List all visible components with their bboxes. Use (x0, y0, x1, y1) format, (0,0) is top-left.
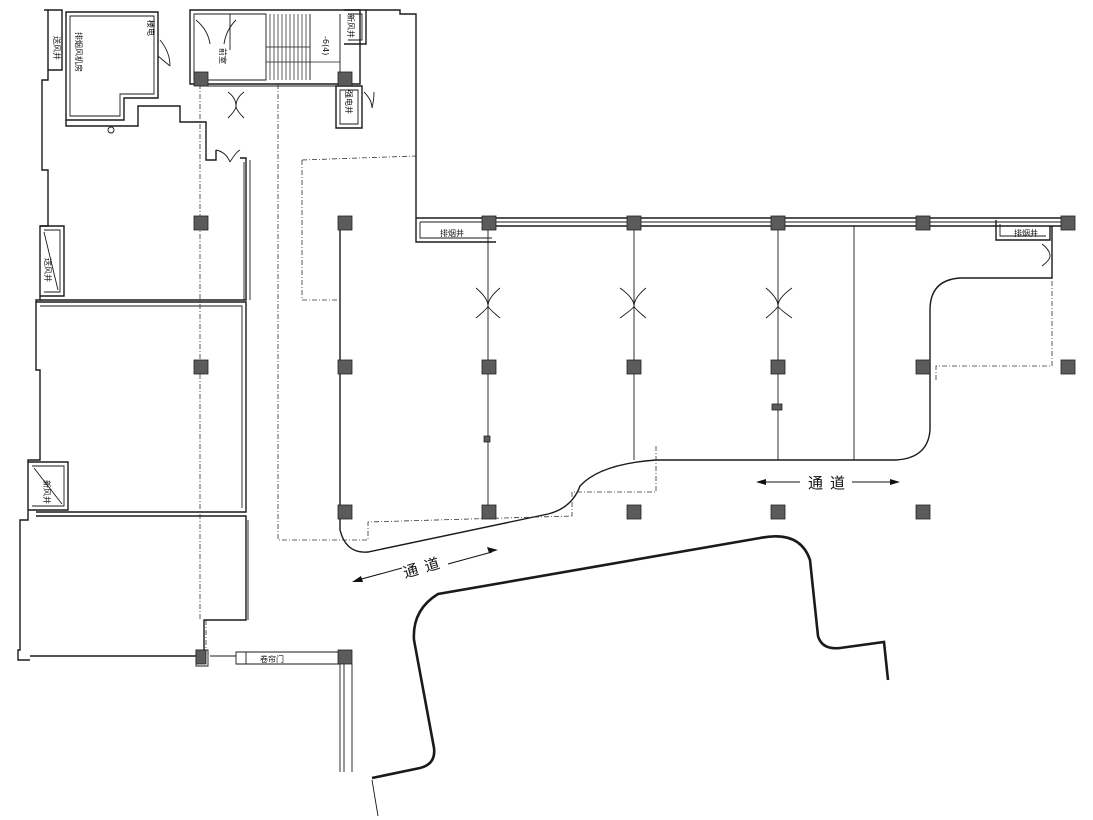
boundary-lines (199, 84, 1053, 660)
column (626, 215, 642, 231)
passage-label-right-2: 道 (830, 474, 845, 492)
column (337, 649, 353, 665)
column (915, 504, 931, 520)
doors (107, 19, 1051, 319)
column (337, 71, 353, 87)
column (1060, 359, 1076, 375)
column (770, 215, 786, 231)
passage-label-right-1: 通 (808, 474, 823, 492)
column (481, 504, 497, 520)
passage-label-left-1: 通 (401, 560, 420, 581)
room-label-3: 送风井 (52, 36, 62, 60)
passage-label-left-2: 道 (422, 554, 441, 575)
roller-gate-label: 卷帘门 (260, 654, 284, 664)
room-label-9: 前室 (218, 48, 228, 64)
passage-arrows (352, 479, 900, 582)
column (193, 215, 209, 231)
column (770, 504, 786, 520)
right-zone-walls (339, 217, 1074, 553)
column (915, 359, 931, 375)
column (337, 504, 353, 520)
room-label-4: 送风井 (43, 258, 53, 282)
stair-core (189, 9, 417, 218)
column (337, 215, 353, 231)
lower-curved-wall (371, 535, 890, 817)
structural-columns (193, 71, 1076, 665)
column (195, 649, 207, 665)
room-label-1: 排烟风机房 (74, 32, 84, 72)
room-label-2: 楼电 (146, 20, 156, 36)
room-label-5: 新风井 (42, 480, 52, 504)
room-label-8: 排烟井 (1014, 228, 1038, 238)
stair-code-label: -6(4) (321, 36, 330, 55)
column (626, 504, 642, 520)
column (193, 71, 209, 87)
column (337, 359, 353, 375)
column (483, 435, 491, 443)
column (481, 359, 497, 375)
text-labels: 通 道 通 道 -6(4) 排烟风机房 楼电 送风井 送风井 新风井 排烟井 排… (42, 14, 1038, 664)
column (626, 359, 642, 375)
room-label-6: 排烟井 (440, 228, 464, 238)
passage-arrow-left (447, 551, 493, 565)
room-label-7: 新风井 (346, 14, 356, 38)
column (770, 359, 786, 375)
room-label-10: 强电井 (344, 90, 354, 114)
column (771, 403, 783, 411)
column (481, 215, 497, 231)
passage-arrow-left (357, 567, 403, 581)
column (1060, 215, 1076, 231)
stair-treads (266, 14, 340, 80)
column (193, 359, 209, 375)
left-block-walls (17, 9, 353, 772)
column (915, 215, 931, 231)
